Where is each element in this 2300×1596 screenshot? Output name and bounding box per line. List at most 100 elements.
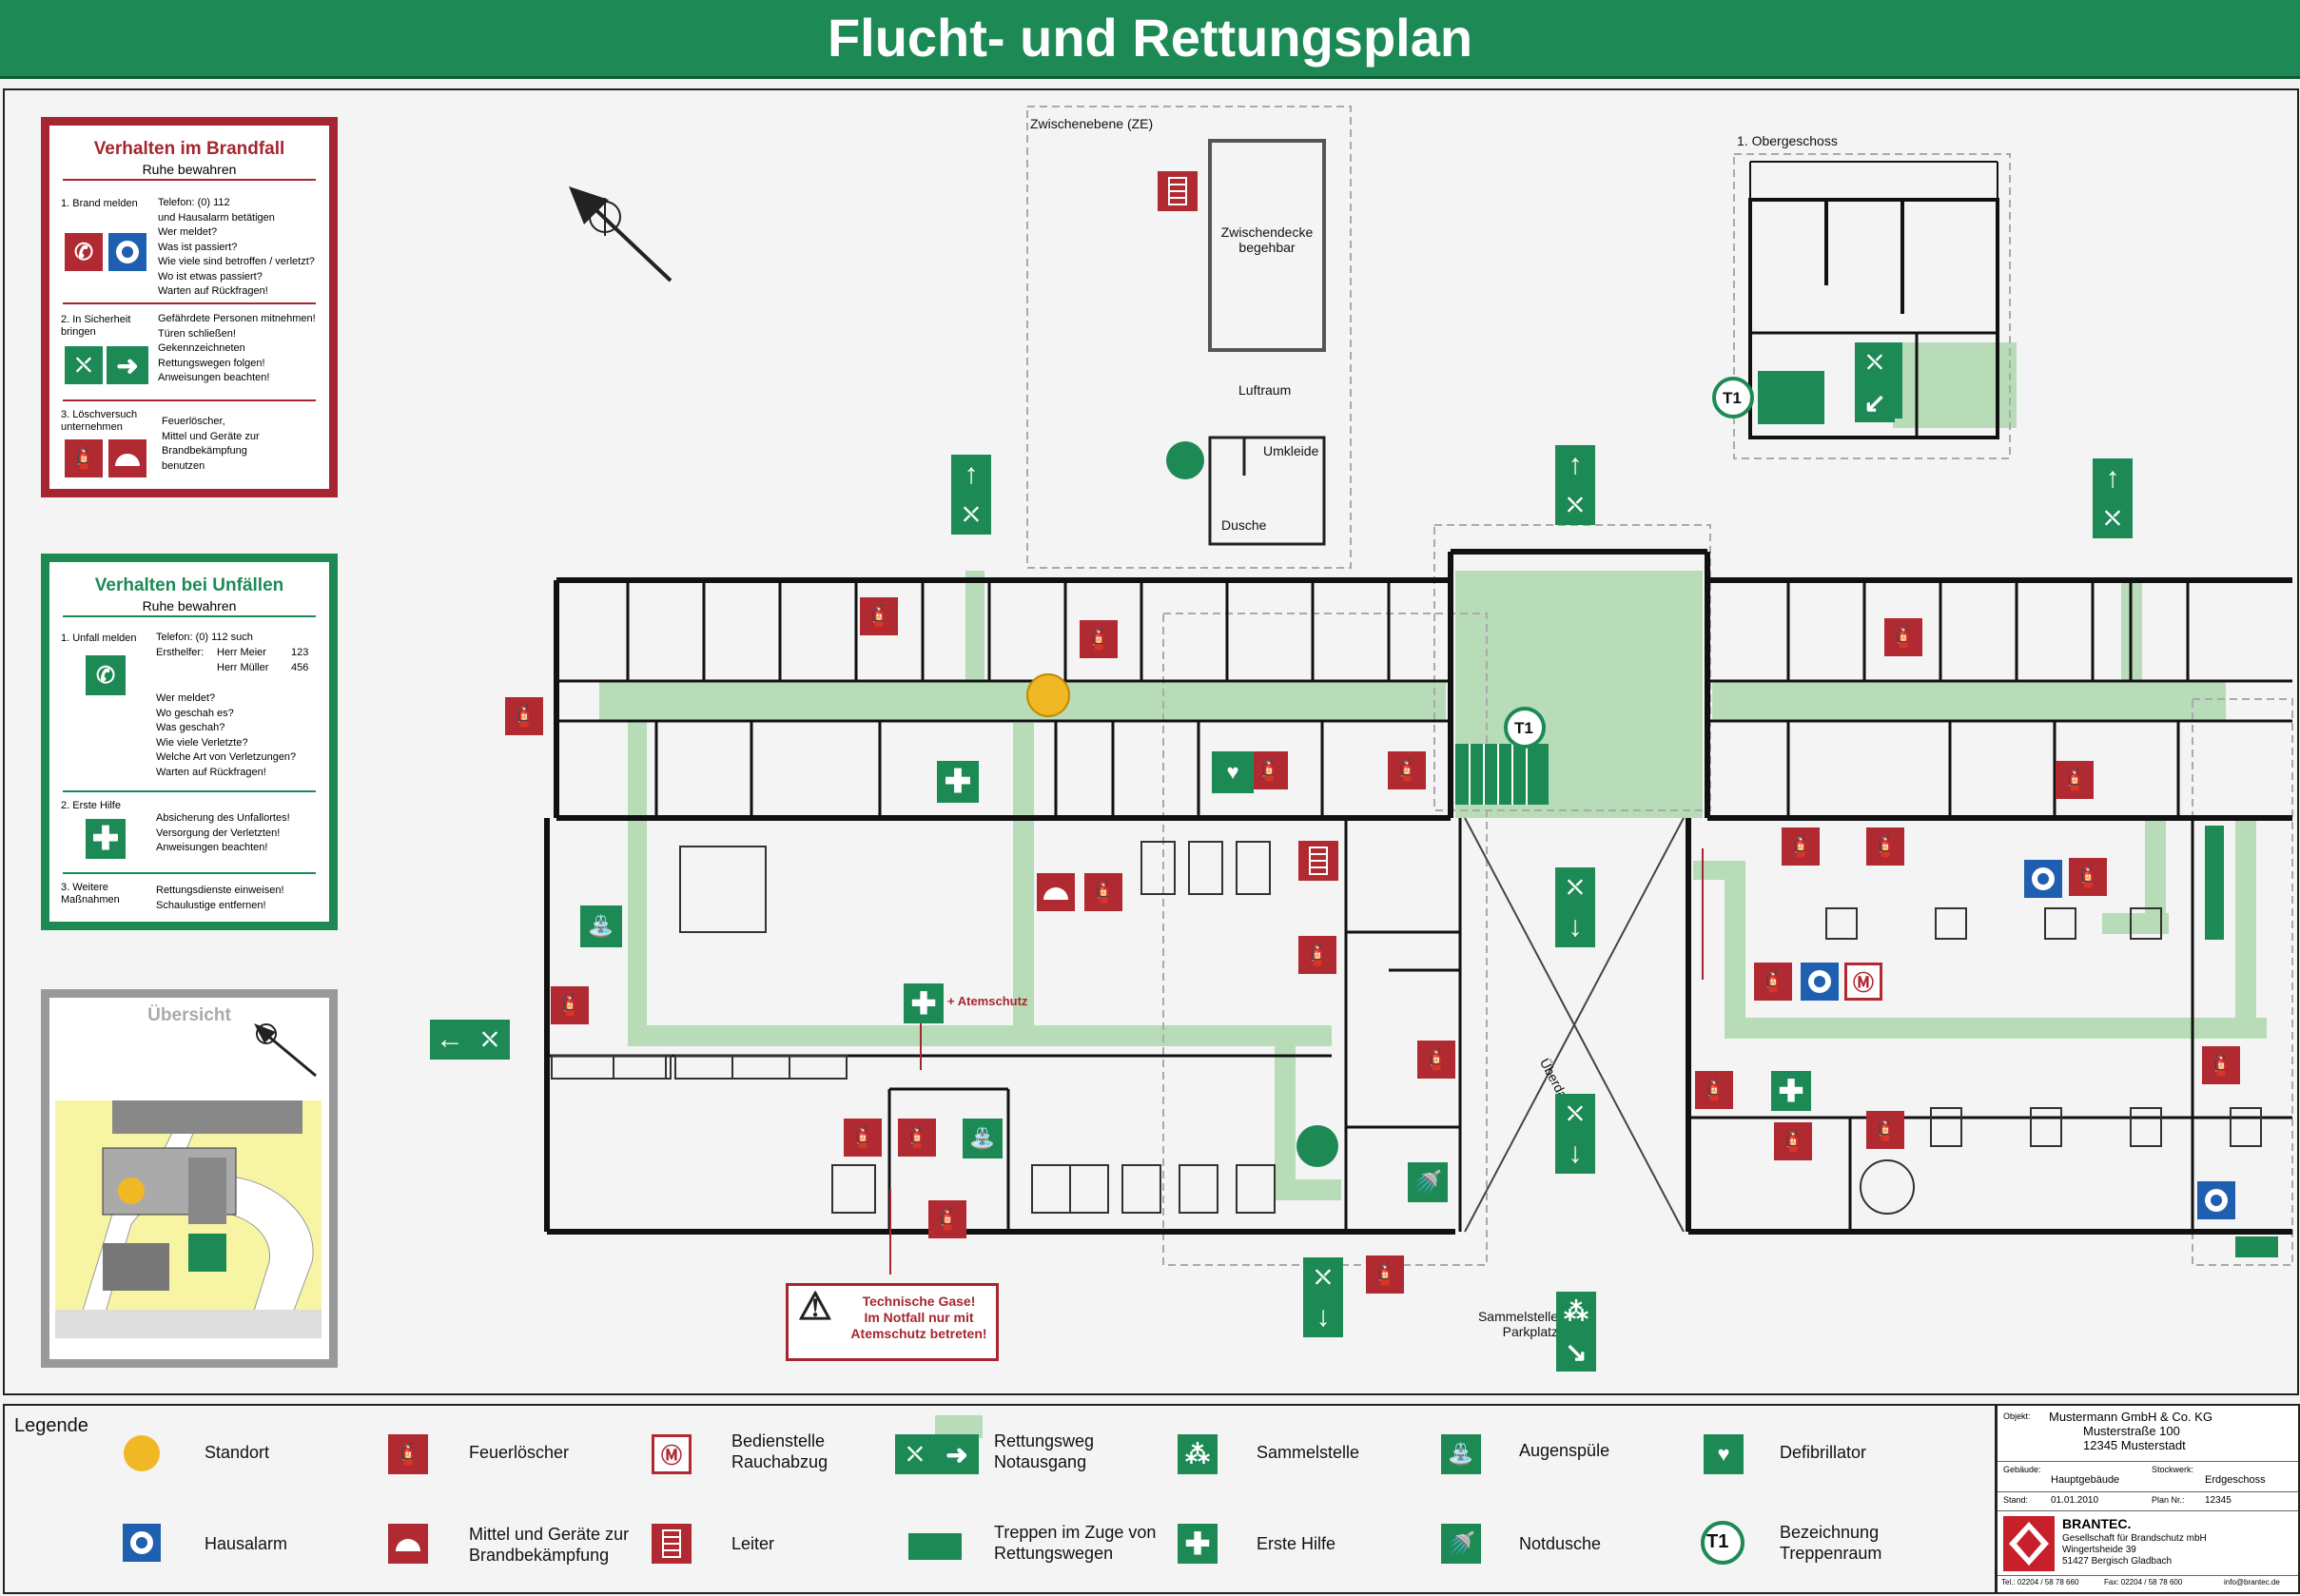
site-overview-map — [55, 1100, 322, 1338]
unfall-step2-label: 2. Erste Hilfe — [61, 800, 121, 811]
exit-icon: ⛌ — [1555, 867, 1595, 907]
eyewash-icon: ⛲ — [963, 1119, 1003, 1158]
legend-label: Feuerlöscher — [469, 1443, 570, 1462]
legend-label: Augenspüle — [1519, 1441, 1610, 1460]
helper-num: 456 — [291, 662, 309, 673]
brandfall-step1-label: 1. Brand melden — [61, 198, 138, 209]
unfall-subtitle: Ruhe bewahren — [63, 598, 316, 617]
fire-extinguisher-icon: 🧯 — [1080, 620, 1118, 658]
brandfall-step2-label: 2. In Sicherheit bringen — [61, 314, 131, 338]
emergency-shower-icon: 🚿 — [1441, 1524, 1481, 1564]
brandfall-step2-text: Gefährdete Personen mitnehmen! Türen sch… — [158, 312, 339, 386]
arrow-up-icon: ↑ — [951, 455, 991, 495]
text-line: Warten auf Rückfragen! — [158, 285, 268, 297]
text-line: Telefon: (0) 112 — [158, 197, 230, 208]
exit-icon: ⛌ — [2093, 498, 2133, 538]
first-aid-icon: ✚ — [1178, 1524, 1218, 1564]
fire-extinguisher-icon: 🧯 — [65, 439, 103, 477]
text-line: Wer meldet? — [158, 226, 218, 238]
fire-extinguisher-icon: 🧯 — [1366, 1255, 1404, 1294]
hausalarm-icon — [2197, 1181, 2235, 1219]
fire-extinguisher-icon: 🧯 — [2202, 1046, 2240, 1084]
emergency-phone-icon: ✆ — [86, 655, 126, 695]
objekt-line: Mustermann GmbH & Co. KG — [2049, 1410, 2212, 1424]
eyewash-icon: ⛲ — [580, 905, 622, 947]
address-line: 51427 Bergisch Gladbach — [2062, 1556, 2173, 1567]
smoke-vent-icon: Ⓜ — [1844, 963, 1882, 1001]
text-line: Versorgung der Verletzten! — [156, 827, 281, 839]
assembly-point-icon: ⁂ — [1178, 1434, 1218, 1474]
atemschutz-label: + Atemschutz — [947, 994, 1028, 1008]
unfall-title: Verhalten bei Unfällen — [94, 575, 284, 595]
hausalarm-icon — [2024, 860, 2062, 898]
text-line: Wie viele Verletzte? — [156, 736, 248, 749]
standort-icon — [124, 1435, 160, 1471]
address-line: Gesellschaft für Brandschutz mbH — [2062, 1533, 2207, 1544]
brandfall-box: Verhalten im Brandfall Ruhe bewahren 1. … — [41, 117, 338, 497]
legend-label: Rettungsweg Notausgang — [994, 1431, 1095, 1471]
tel: Tel.: 02204 / 58 78 660 — [2001, 1578, 2079, 1586]
page-title: Flucht- und Rettungsplan — [0, 0, 2300, 79]
legend-label: Treppen im Zuge von Rettungswegen — [994, 1523, 1157, 1563]
legend-label: Standort — [205, 1443, 270, 1462]
fire-extinguisher-icon: 🧯 — [1250, 751, 1288, 789]
objekt-line: Musterstraße 100 — [2083, 1424, 2180, 1438]
hausalarm-icon — [123, 1524, 161, 1562]
legend-label: Erste Hilfe — [1257, 1534, 1336, 1553]
fire-extinguisher-icon: 🧯 — [898, 1119, 936, 1157]
legend: Legende Standort Hausalarm 🧯 Feuerlösche… — [3, 1404, 1997, 1594]
floor-plan — [544, 106, 2293, 1275]
plan-nr-label: Plan Nr.: — [2152, 1495, 2185, 1505]
gebaeude-label: Gebäude: — [2003, 1465, 2041, 1474]
sammelstelle-label: Sammelstelle Parkplatz — [1477, 1309, 1558, 1339]
email: info@brantec.de — [2224, 1578, 2280, 1586]
t1-label: T1 — [1723, 389, 1742, 407]
text-line: Wo ist etwas passiert? — [158, 270, 263, 282]
objekt-line: 12345 Musterstadt — [2083, 1438, 2186, 1452]
divider — [63, 302, 316, 304]
first-aid-icon: ✚ — [86, 819, 126, 859]
text-line: Feuerlöscher, — [162, 416, 225, 427]
uebersicht-title: Übersicht — [147, 1005, 231, 1025]
hausalarm-icon — [1801, 963, 1839, 1001]
brandfall-step1-text: Telefon: (0) 112 und Hausalarm betätigen… — [158, 196, 339, 300]
technical-gas-warning: ⚠ Technische Gase! Im Notfall nur mit At… — [786, 1283, 999, 1361]
brantec-logo — [2003, 1516, 2055, 1571]
divider — [1998, 1510, 2298, 1511]
unfall-questions: Wer meldet? Wo geschah es? Was geschah? … — [156, 691, 337, 780]
arrow-down-icon: ↓ — [1303, 1297, 1343, 1337]
fire-extinguisher-icon: 🧯 — [2069, 858, 2107, 896]
luftraum-label: Luftraum — [1238, 382, 1292, 398]
legend-label: Sammelstelle — [1257, 1443, 1360, 1462]
fire-extinguisher-icon: 🧯 — [1884, 618, 1922, 656]
smoke-vent-icon: Ⓜ — [652, 1434, 692, 1474]
fire-extinguisher-icon: 🧯 — [505, 697, 543, 735]
first-aid-icon: ✚ — [937, 761, 979, 803]
brandfall-title: Verhalten im Brandfall — [93, 139, 285, 159]
standort-marker — [1026, 673, 1070, 717]
arrow-down-right-icon: ↘ — [1556, 1332, 1596, 1372]
fire-extinguisher-icon: 🧯 — [1298, 936, 1336, 974]
legend-label: Notdusche — [1519, 1534, 1602, 1553]
text-line: Was geschah? — [156, 722, 225, 733]
ladder-icon — [652, 1524, 692, 1564]
text-line: Rettungswegen folgen! — [158, 357, 265, 369]
fire-extinguisher-icon: 🧯 — [1866, 1111, 1904, 1149]
text-line: Gefährdete Personen mitnehmen! — [158, 313, 316, 324]
ladder-icon — [1298, 841, 1338, 881]
arrow-right-icon: ➜ — [935, 1434, 979, 1474]
helper-name: Herr Meier — [217, 647, 266, 658]
eyewash-icon: ⛲ — [1441, 1434, 1481, 1474]
stairs-icon — [908, 1533, 962, 1560]
first-aid-icon: ✚ — [1771, 1071, 1811, 1111]
arrow-down-left-icon: ↙ — [1855, 382, 1895, 422]
plan-nr-value: 12345 — [2205, 1495, 2232, 1506]
text-line: Mittel und Geräte zur — [162, 430, 260, 442]
fire-extinguisher-icon: 🧯 — [1388, 751, 1426, 789]
text-line: benutzen — [162, 459, 205, 472]
fire-extinguisher-icon: 🧯 — [1754, 963, 1792, 1001]
gebaeude-value: Hauptgebäude — [2051, 1474, 2120, 1486]
fire-extinguisher-icon: 🧯 — [388, 1434, 428, 1474]
stand-value: 01.01.2010 — [2051, 1495, 2099, 1506]
fire-extinguisher-icon: 🧯 — [860, 597, 898, 635]
